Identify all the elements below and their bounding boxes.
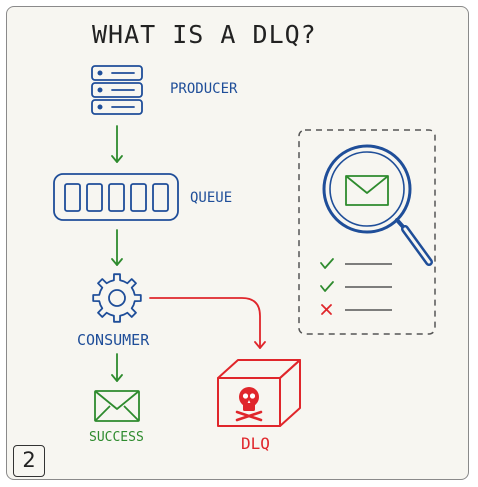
skull-icon	[235, 387, 263, 422]
server-icon	[91, 65, 143, 115]
check-icon	[320, 281, 334, 292]
success-label: SUCCESS	[89, 430, 144, 445]
arrow-consumer-to-success	[111, 353, 123, 382]
arrow-producer-to-queue	[111, 125, 123, 163]
arrow-consumer-to-dlq	[149, 297, 266, 349]
producer-label: PRODUCER	[170, 81, 238, 97]
consumer-label: CONSUMER	[77, 331, 150, 349]
arrow-queue-to-consumer	[111, 229, 123, 266]
queue-icon	[53, 173, 179, 221]
diagram-title: WHAT IS A DLQ?	[92, 20, 317, 49]
check-icon	[320, 258, 334, 269]
page-number: 2	[13, 445, 45, 477]
inspected-envelope-icon	[345, 175, 389, 206]
skull-box-icon	[217, 359, 301, 427]
dlq-label: DLQ	[241, 434, 270, 453]
queue-label: QUEUE	[190, 190, 233, 206]
envelope-icon	[94, 390, 140, 422]
cross-icon	[321, 304, 332, 315]
gear-icon	[92, 273, 142, 323]
magnifier-icon	[322, 144, 433, 266]
